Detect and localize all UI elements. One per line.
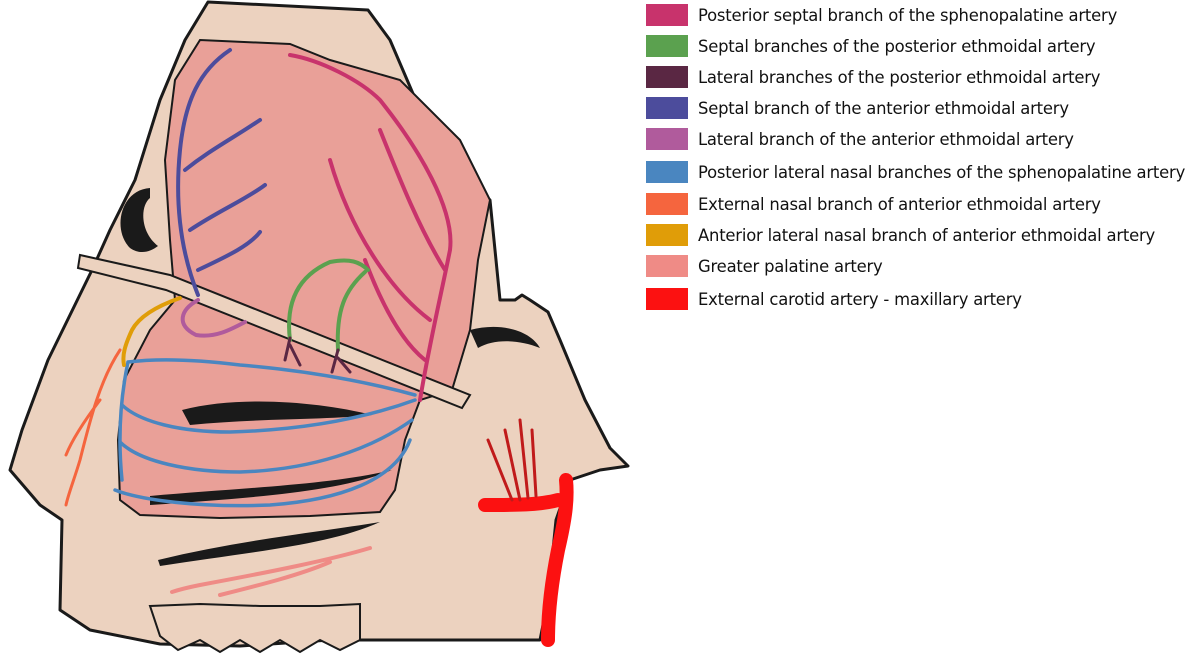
artery-posterior-lateral-nasal-sphenopalatine [113, 358, 417, 508]
artery-lateral-posterior-ethmoidal [283, 336, 352, 374]
legend-item: Posterior lateral nasal branches of the … [646, 161, 1185, 183]
legend-item: Septal branch of the anterior ethmoidal … [646, 97, 1069, 119]
septum-plate [76, 253, 472, 410]
legend-item: External nasal branch of anterior ethmoi… [646, 193, 1101, 215]
nasal-cavity-illustration [8, 0, 630, 654]
turbinate-shadow [182, 401, 372, 425]
artery-posterior-septal-sphenopalatine [288, 53, 453, 402]
legend-label: Septal branch of the anterior ethmoidal … [698, 98, 1069, 118]
legend-swatch [646, 128, 688, 150]
legend-label: Lateral branches of the posterior ethmoi… [698, 67, 1101, 87]
legend-item: Lateral branches of the posterior ethmoi… [646, 66, 1101, 88]
turbinate-shadow [150, 470, 392, 505]
artery-lateral-anterior-ethmoidal [180, 298, 247, 338]
legend-label: External nasal branch of anterior ethmoi… [698, 194, 1101, 214]
artery-septal-anterior-ethmoidal [176, 48, 267, 297]
legend-swatch [646, 35, 688, 57]
legend-label: Septal branches of the posterior ethmoid… [698, 36, 1096, 56]
legend-swatch [646, 97, 688, 119]
artery-external-carotid-maxillary [478, 473, 574, 647]
legend-swatch [646, 4, 688, 26]
legend-label: Greater palatine artery [698, 256, 883, 276]
legend-item: Anterior lateral nasal branch of anterio… [646, 224, 1155, 246]
legend-swatch [646, 161, 688, 183]
legend-swatch [646, 288, 688, 310]
legend-item: External carotid artery - maxillary arte… [646, 288, 1022, 310]
artery-maxillary-branches [486, 418, 538, 502]
legend-swatch [646, 224, 688, 246]
sphenoid-sinus [470, 326, 540, 348]
artery-anterior-lateral-nasal-anterior-ethmoidal [121, 296, 182, 367]
legend-label: External carotid artery - maxillary arte… [698, 289, 1022, 309]
legend-label: Anterior lateral nasal branch of anterio… [698, 225, 1156, 245]
orbit [120, 188, 158, 253]
legend-label: Lateral branch of the anterior ethmoidal… [698, 129, 1074, 149]
legend-item: Posterior septal branch of the sphenopal… [646, 4, 1117, 26]
legend-label: Posterior lateral nasal branches of the … [698, 162, 1186, 182]
legend-item: Lateral branch of the anterior ethmoidal… [646, 128, 1074, 150]
artery-external-nasal-anterior-ethmoidal [64, 348, 122, 507]
legend-swatch [646, 255, 688, 277]
legend-swatch [646, 193, 688, 215]
legend-item: Septal branches of the posterior ethmoid… [646, 35, 1096, 57]
teeth [148, 602, 361, 654]
legend-swatch [646, 66, 688, 88]
turbinate-shadow [158, 522, 380, 566]
artery-septal-posterior-ethmoidal [287, 258, 370, 352]
artery-greater-palatine [170, 546, 372, 597]
legend-item: Greater palatine artery [646, 255, 883, 277]
legend-label: Posterior septal branch of the sphenopal… [698, 5, 1118, 25]
